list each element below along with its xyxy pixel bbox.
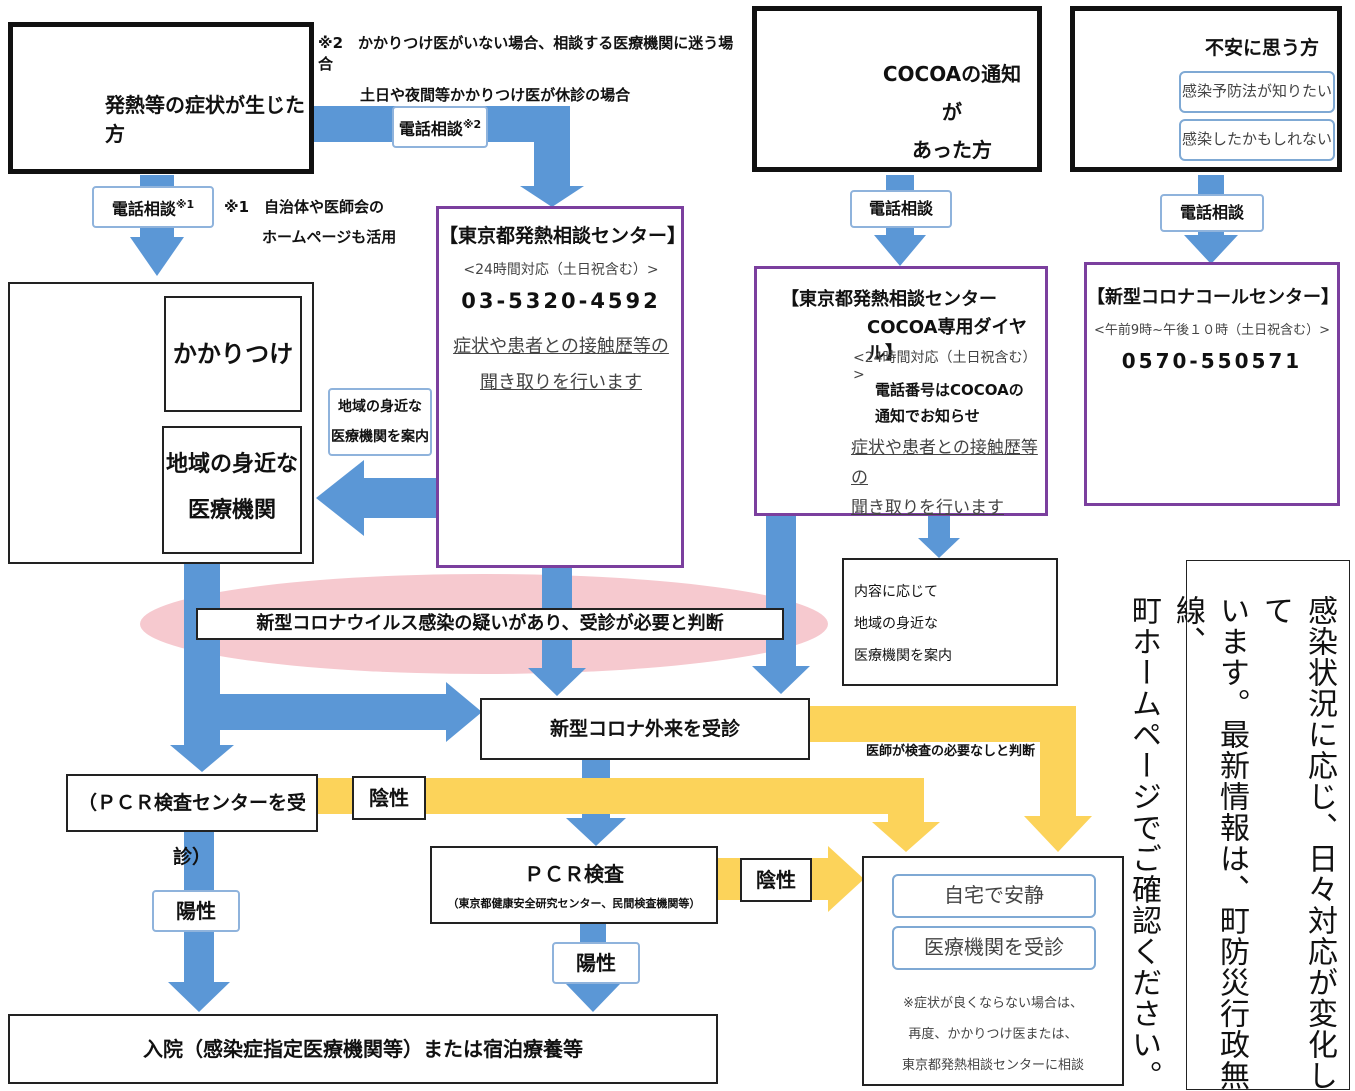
tokyo-center-desc2: 聞き取りを行います [480, 372, 642, 393]
guide-hospital-line2: 地域の身近な [854, 616, 938, 632]
anxious-box-title: 不安に思う方 [1205, 37, 1320, 59]
side-note-line2: います。最新情報は、町防災行政無線、 [1170, 595, 1249, 1091]
fever-box-title: 発熱等の症状が生じた方 [105, 93, 305, 146]
cocoa-center-title1: 【東京都発熱相談センター [781, 289, 997, 310]
home-rest-box: 自宅で安静 医療機関を受診 ※症状が良くならない場合は、 再度、かかりつけ医また… [862, 856, 1124, 1086]
negative-label-1: 陰性 [352, 776, 426, 820]
note2-line2: 土日や夜間等かかりつけ医が休診の場合 [360, 86, 631, 104]
fever-box: 発熱等の症状が生じた方 [8, 22, 314, 174]
cocoa-center-desc2: 聞き取りを行います [851, 498, 1004, 518]
call-center-title: 【新型コロナコールセンター】 [1087, 287, 1339, 308]
guide-label: 地域の身近な 医療機関を案内 [328, 388, 432, 456]
cocoa-box: COCOAの通知が あった方 [752, 6, 1042, 172]
note2-mark: ※2 [318, 34, 344, 52]
call-center-hours: <午前9時~午後１０時（土日祝含む）> [1094, 323, 1330, 338]
clinic-box: かかりつけ医 地域の身近な 医療機関 [8, 282, 314, 564]
guide-label-line1: 地域の身近な [338, 399, 422, 415]
family-doctor-box: かかりつけ医 [164, 296, 302, 480]
home-note3: 東京都発熱相談センターに相談 [901, 1058, 1084, 1073]
cocoa-center-hours: <24時間対応（土日祝含む）> [853, 350, 1037, 383]
cocoa-box-line1: COCOAの通知が [882, 62, 1022, 124]
call-center-phone: 0570-550571 [1121, 349, 1303, 373]
doctor-note: 医師が検査の必要なしと判断 [866, 744, 1036, 759]
tokyo-center-phone: 03-5320-4592 [461, 289, 661, 313]
note-2: ※2 かかりつけ医がいない場合、相談する医療機関に迷う場合 土日や夜間等かかりつ… [318, 32, 748, 105]
side-note-line3: 町ホームページでご確認ください。 [1126, 595, 1161, 1091]
tokyo-fever-center-box: 【東京都発熱相談センター】 <24時間対応（土日祝含む）> 03-5320-45… [436, 206, 687, 568]
phone-consult-label-cocoa: 電話相談 [850, 190, 952, 228]
guide-hospital-box: 内容に応じて 地域の身近な 医療機関を案内 [842, 558, 1058, 686]
phone-consult-label-1: 電話相談※1 [92, 186, 214, 229]
outpatient-box: 新型コロナ外来を受診 [480, 698, 810, 760]
pcr-test-box: ＰＣＲ検査 （東京都健康安全研究センター、民間検査機関等） [430, 846, 718, 924]
anxious-box: 不安に思う方 感染予防法が知りたい 感染したかもしれない [1070, 6, 1342, 172]
local-clinic-line1: 地域の身近な [165, 452, 298, 477]
cocoa-center-note2: 通知でお知らせ [875, 407, 980, 425]
local-clinic-box: 地域の身近な 医療機関 [162, 426, 302, 554]
positive-label-2: 陽性 [552, 942, 640, 984]
note1-mark: ※1 [224, 198, 250, 216]
pcr-center-box: （ＰＣＲ検査センターを受診） [66, 774, 318, 868]
tokyo-center-hours: <24時間対応（土日祝含む）> [463, 262, 659, 278]
note1-line1: 自治体や医師会の [264, 198, 385, 216]
home-note2: 再度、かかりつけ医または、 [908, 1027, 1078, 1042]
tokyo-center-title: 【東京都発熱相談センター】 [439, 225, 687, 247]
phone-consult-label-anxious: 電話相談 [1160, 194, 1264, 232]
hospitalization-box: 入院（感染症指定医療機関等）または宿泊療養等 [8, 1014, 718, 1084]
guide-label-line2: 医療機関を案内 [331, 429, 429, 445]
note-1: ※1 自治体や医師会の ホームページも活用 [224, 192, 396, 252]
home-note1: ※症状が良くならない場合は、 [903, 996, 1083, 1011]
tokyo-center-desc1: 症状や患者との接触歴等の [453, 336, 669, 357]
guide-hospital-line1: 内容に応じて [854, 584, 938, 600]
positive-label-1: 陽性 [152, 890, 240, 932]
anxious-option-infected: 感染したかもしれない [1179, 119, 1335, 161]
corona-call-center-box: 【新型コロナコールセンター】 <午前9時~午後１０時（土日祝含む）> 0570-… [1084, 262, 1340, 506]
side-note-text: 感染状況に応じ、日々対応が変化して います。最新情報は、町防災行政無線、 町ホー… [1121, 595, 1341, 1091]
suspect-banner: 新型コロナウイルス感染の疑いがあり、受診が必要と判断 [196, 608, 784, 640]
cocoa-center-desc1: 症状や患者との接触歴等の [851, 438, 1038, 488]
note1-line2: ホームページも活用 [262, 228, 397, 246]
cocoa-center-box: 【東京都発熱相談センター COCOA専用ダイヤル】 <24時間対応（土日祝含む）… [754, 266, 1048, 518]
note2-line1: かかりつけ医がいない場合、相談する医療機関に迷う場合 [318, 34, 734, 73]
side-note-line1: 感染状況に応じ、日々対応が変化して [1258, 595, 1337, 1091]
guide-hospital-line3: 医療機関を案内 [854, 648, 952, 664]
cocoa-center-note1: 電話番号はCOCOAの [875, 381, 1024, 399]
negative-label-2: 陰性 [740, 858, 812, 902]
anxious-option-prevention: 感染予防法が知りたい [1179, 71, 1335, 113]
local-clinic-line2: 医療機関 [187, 498, 276, 523]
cocoa-center-title2: COCOA専用ダイヤル】 [867, 317, 1027, 364]
phone-consult-label-2: 電話相談※2 [392, 106, 488, 149]
side-note-box: 感染状況に応じ、日々対応が変化して います。最新情報は、町防災行政無線、 町ホー… [1126, 560, 1350, 1091]
visit-clinic-option: 医療機関を受診 [892, 926, 1096, 970]
pcr-test-sub: （東京都健康安全研究センター、民間検査機関等） [447, 897, 701, 910]
rest-at-home-option: 自宅で安静 [892, 874, 1096, 918]
pcr-test-title: ＰＣＲ検査 [524, 862, 624, 886]
cocoa-box-line2: あった方 [912, 138, 992, 162]
